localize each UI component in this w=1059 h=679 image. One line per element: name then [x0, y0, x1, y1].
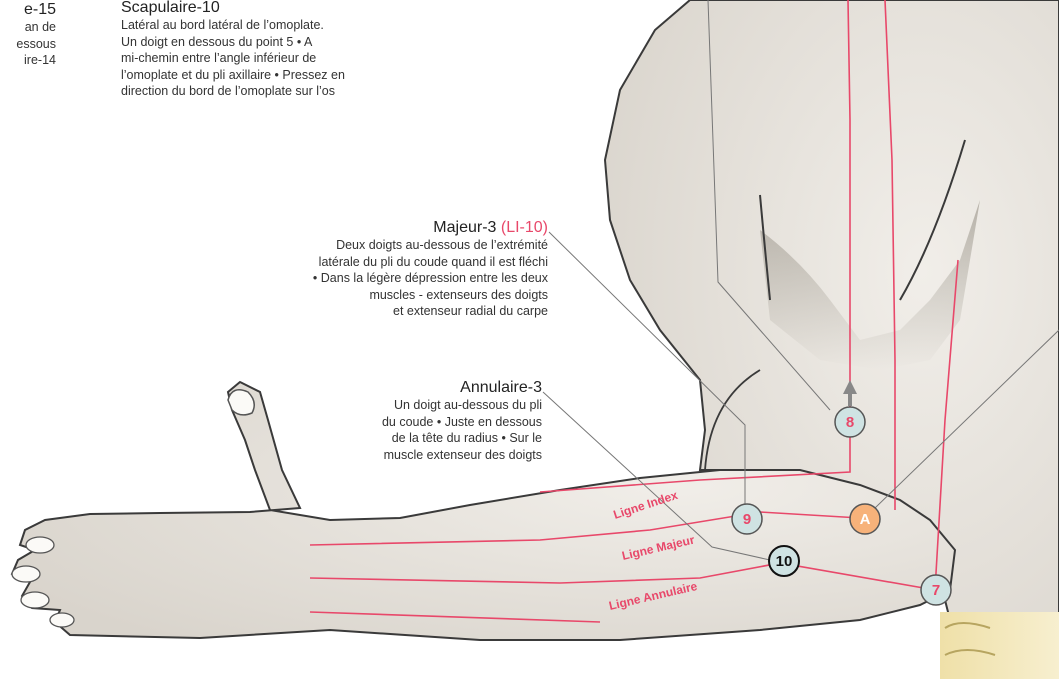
marker-9: 9	[732, 504, 762, 534]
marker-label: 7	[932, 582, 940, 599]
marker-label: 8	[846, 414, 854, 431]
cuff	[940, 612, 1059, 679]
fingernail	[21, 592, 49, 608]
marker-label: 10	[776, 553, 793, 570]
marker-7: 7	[921, 575, 951, 605]
marker-label: A	[860, 511, 871, 528]
marker-10: 10	[769, 546, 799, 576]
arrow-stem	[848, 392, 852, 406]
fingernail	[50, 613, 74, 627]
fingernail	[12, 566, 40, 582]
marker-label: 9	[743, 511, 751, 528]
marker-8: 8	[835, 407, 865, 437]
fingernail	[26, 537, 54, 553]
marker-A: A	[850, 504, 880, 534]
